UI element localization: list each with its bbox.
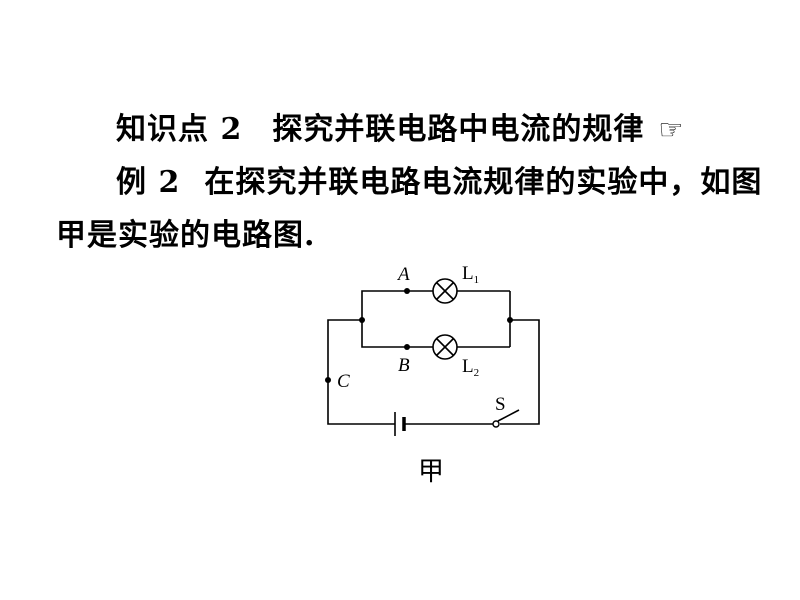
point-b-dot xyxy=(404,344,410,350)
example-text-1: 在探究并联电路电流规律的实验中，如图 xyxy=(204,165,763,200)
lamp-l2-label: L2 xyxy=(462,356,479,379)
example-label: 例 2 xyxy=(116,165,181,200)
main-left-wire xyxy=(327,319,395,425)
right-junction-dot xyxy=(507,317,513,323)
point-a-label: A xyxy=(396,264,410,285)
point-a-dot xyxy=(404,288,410,294)
switch-label: S xyxy=(495,394,506,415)
point-c-dot xyxy=(325,377,331,383)
main-right-wire xyxy=(500,319,540,425)
point-b-label: B xyxy=(398,355,410,376)
pointing-hand-icon: ☞ xyxy=(658,113,685,146)
switch-lever xyxy=(497,409,520,422)
lamp-l1-label: L1 xyxy=(462,263,479,286)
example-text-2: 甲是实验的电路图. xyxy=(56,218,316,253)
section-title: 探究并联电路中电流的规律 xyxy=(272,112,645,147)
example-line-2: 甲是实验的电路图. xyxy=(56,210,315,254)
example-line-1: 例 2 在探究并联电路电流规律的实验中，如图 xyxy=(116,157,762,201)
upper-branch-wire xyxy=(361,290,433,348)
section-heading: 知识点 2 探究并联电路中电流的规律 ☞ xyxy=(116,104,684,148)
lamp-l2-icon xyxy=(432,334,458,360)
lamp-l1-icon xyxy=(432,278,458,304)
left-junction-dot xyxy=(359,317,365,323)
section-label: 知识点 2 xyxy=(116,112,243,147)
figure-caption: 甲 xyxy=(418,457,444,487)
point-c-label: C xyxy=(337,371,350,392)
switch-contact xyxy=(492,420,500,428)
